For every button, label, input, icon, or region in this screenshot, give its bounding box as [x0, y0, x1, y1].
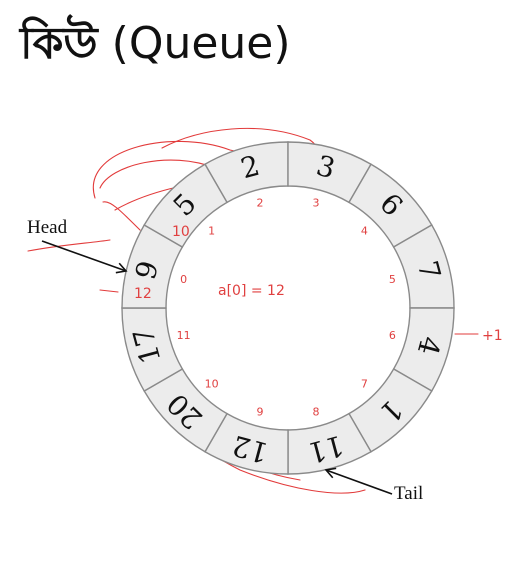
slot-index: 3: [312, 197, 319, 210]
head-side-mark: 12: [134, 286, 152, 302]
slot5-side-mark: 10: [172, 224, 190, 240]
tail-arrow: [324, 467, 393, 495]
slot-index: 2: [257, 197, 264, 210]
slot-index: 1: [208, 225, 215, 238]
page-title: কিউ (Queue): [20, 8, 291, 80]
slot-index: 0: [180, 273, 187, 286]
slot-index: 10: [205, 377, 219, 390]
slot-index: 9: [257, 405, 264, 418]
slot-index: 8: [312, 405, 319, 418]
title-bengali: কিউ: [20, 18, 98, 69]
slot-index: 4: [361, 225, 368, 238]
array-note: a[0] = 12: [218, 283, 285, 299]
tail-pointer: Tail: [324, 467, 423, 504]
queue-slot: [143, 163, 228, 248]
head-label: Head: [27, 217, 68, 238]
title-english: (Queue): [111, 18, 291, 69]
enqueue-mark: +1: [482, 328, 503, 344]
slot-index: 7: [361, 377, 368, 390]
slot-index: 11: [177, 329, 191, 342]
slot-index: 5: [389, 273, 396, 286]
tail-label: Tail: [394, 483, 423, 504]
slot-index: 6: [389, 329, 396, 342]
head-arrow: [41, 240, 128, 274]
head-pointer: Head: [27, 217, 128, 274]
